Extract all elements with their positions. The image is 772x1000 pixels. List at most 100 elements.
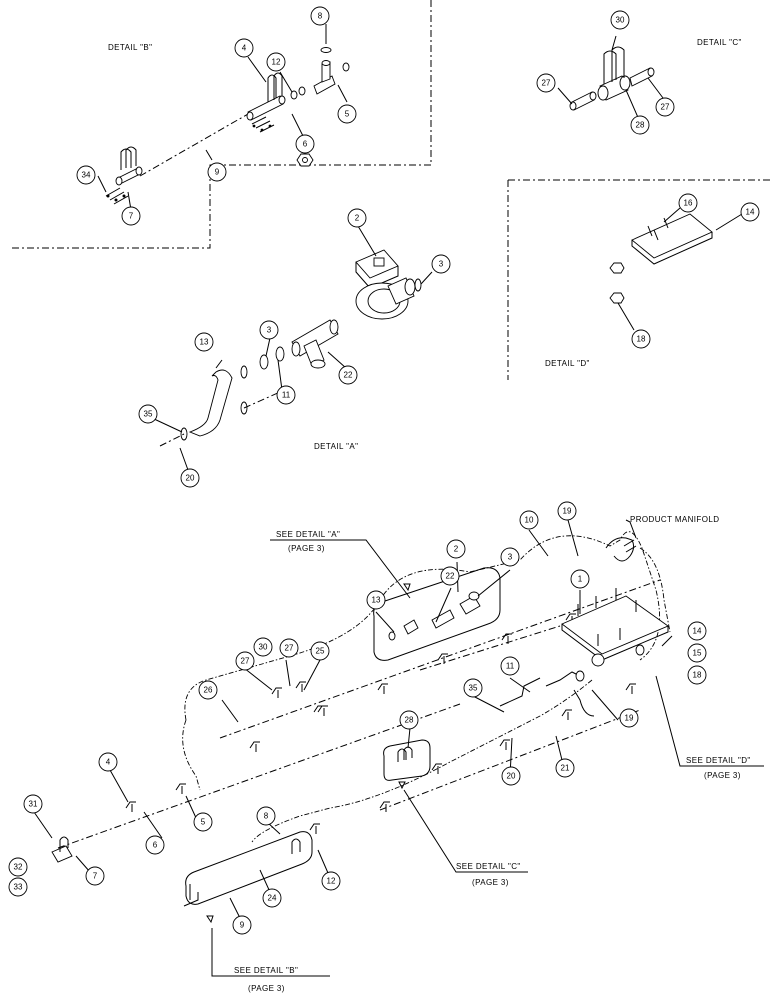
detail-a-window bbox=[373, 567, 501, 661]
balloon: 3 bbox=[259, 320, 279, 340]
svg-text:8: 8 bbox=[318, 12, 323, 21]
svg-text:4: 4 bbox=[242, 44, 247, 53]
svg-text:19: 19 bbox=[563, 507, 572, 516]
svg-text:31: 31 bbox=[29, 800, 38, 809]
balloon: 11 bbox=[500, 656, 520, 676]
manifold-bracket bbox=[631, 213, 713, 259]
detail-d-label: DETAIL "D" bbox=[545, 359, 590, 368]
detail-b: DETAIL "B" bbox=[97, 24, 350, 217]
balloon: 31 bbox=[23, 794, 43, 814]
balloon: 22 bbox=[338, 365, 358, 385]
balloon: 14 bbox=[687, 621, 707, 641]
svg-text:6: 6 bbox=[153, 841, 158, 850]
product-manifold-label: PRODUCT MANIFOLD bbox=[630, 515, 719, 524]
svg-text:7: 7 bbox=[93, 872, 98, 881]
main-assembly bbox=[33, 519, 764, 977]
boom-outline bbox=[184, 531, 661, 843]
nut-d bbox=[609, 262, 625, 274]
balloon: 8 bbox=[310, 6, 330, 26]
see-detail-b-label: SEE DETAIL "B" bbox=[234, 966, 298, 975]
balloon: 20 bbox=[501, 766, 521, 786]
svg-text:10: 10 bbox=[525, 516, 534, 525]
svg-text:20: 20 bbox=[186, 474, 195, 483]
svg-text:5: 5 bbox=[345, 110, 350, 119]
balloon: 12 bbox=[266, 52, 286, 72]
svg-text:20: 20 bbox=[507, 772, 516, 781]
svg-text:22: 22 bbox=[446, 572, 455, 581]
see-detail-d-label: SEE DETAIL "D" bbox=[686, 756, 751, 765]
balloon: 27 bbox=[536, 73, 556, 93]
svg-text:12: 12 bbox=[327, 877, 336, 886]
bolt-d bbox=[609, 292, 625, 304]
svg-text:12: 12 bbox=[272, 58, 281, 67]
balloon: 25 bbox=[310, 641, 330, 661]
svg-text:3: 3 bbox=[439, 260, 444, 269]
svg-text:35: 35 bbox=[144, 410, 153, 419]
balloon: 1 bbox=[570, 569, 590, 589]
balloon: 21 bbox=[555, 758, 575, 778]
svg-text:18: 18 bbox=[637, 335, 646, 344]
svg-text:30: 30 bbox=[259, 643, 268, 652]
see-detail-a-page: (PAGE 3) bbox=[288, 544, 325, 553]
balloon: 19 bbox=[619, 708, 639, 728]
svg-text:32: 32 bbox=[14, 863, 23, 872]
svg-text:14: 14 bbox=[693, 627, 702, 636]
svg-text:24: 24 bbox=[268, 894, 277, 903]
balloon: 22 bbox=[440, 566, 460, 586]
balloon: 12 bbox=[321, 871, 341, 891]
svg-text:16: 16 bbox=[684, 199, 693, 208]
balloon: 35 bbox=[463, 678, 483, 698]
svg-text:4: 4 bbox=[106, 758, 111, 767]
balloon: 2 bbox=[347, 208, 367, 228]
svg-text:30: 30 bbox=[616, 16, 625, 25]
see-detail-b-page: (PAGE 3) bbox=[248, 984, 285, 993]
balloon: 8 bbox=[256, 806, 276, 826]
balloon: 33 bbox=[8, 877, 28, 897]
svg-text:33: 33 bbox=[14, 883, 23, 892]
svg-text:13: 13 bbox=[200, 338, 209, 347]
balloon: 4 bbox=[98, 752, 118, 772]
svg-text:27: 27 bbox=[285, 644, 294, 653]
svg-text:22: 22 bbox=[344, 371, 353, 380]
balloon: 2 bbox=[446, 539, 466, 559]
svg-text:19: 19 bbox=[625, 714, 634, 723]
u-bolt bbox=[120, 146, 137, 170]
svg-text:21: 21 bbox=[561, 764, 570, 773]
balloon: 24 bbox=[262, 888, 282, 908]
see-detail-d-page: (PAGE 3) bbox=[704, 771, 741, 780]
svg-text:14: 14 bbox=[746, 208, 755, 217]
svg-text:8: 8 bbox=[264, 812, 269, 821]
boom-line-lower bbox=[57, 703, 461, 849]
detail-b-window bbox=[185, 831, 313, 905]
see-detail-a-leader bbox=[270, 539, 411, 599]
detail-c-label: DETAIL "C" bbox=[697, 38, 742, 47]
svg-text:13: 13 bbox=[372, 596, 381, 605]
svg-text:15: 15 bbox=[693, 649, 702, 658]
valve-assembly bbox=[355, 249, 416, 320]
detail-dividers bbox=[12, 0, 772, 380]
hose-13 bbox=[188, 369, 233, 437]
detail-c: DETAIL "C" bbox=[557, 35, 742, 123]
svg-text:5: 5 bbox=[201, 818, 206, 827]
boom-line-upper bbox=[219, 579, 661, 739]
balloon: 16 bbox=[678, 193, 698, 213]
balloon: 13 bbox=[194, 332, 214, 352]
balloon: 3 bbox=[431, 254, 451, 274]
detail-c-window bbox=[383, 739, 431, 781]
svg-text:27: 27 bbox=[542, 79, 551, 88]
balloon: 34 bbox=[76, 165, 96, 185]
svg-text:27: 27 bbox=[241, 657, 250, 666]
balloon: 27 bbox=[655, 97, 675, 117]
balloon: 3 bbox=[500, 547, 520, 567]
balloon: 30 bbox=[253, 637, 273, 657]
see-detail-a-label: SEE DETAIL "A" bbox=[276, 530, 340, 539]
balloon: 18 bbox=[687, 665, 707, 685]
svg-text:28: 28 bbox=[636, 121, 645, 130]
balloon: 13 bbox=[366, 590, 386, 610]
svg-text:1: 1 bbox=[578, 575, 583, 584]
balloon: 30 bbox=[610, 10, 630, 30]
balloon: 26 bbox=[198, 680, 218, 700]
detail-b-label: DETAIL "B" bbox=[108, 43, 152, 52]
product-manifold-bracket bbox=[561, 588, 669, 667]
